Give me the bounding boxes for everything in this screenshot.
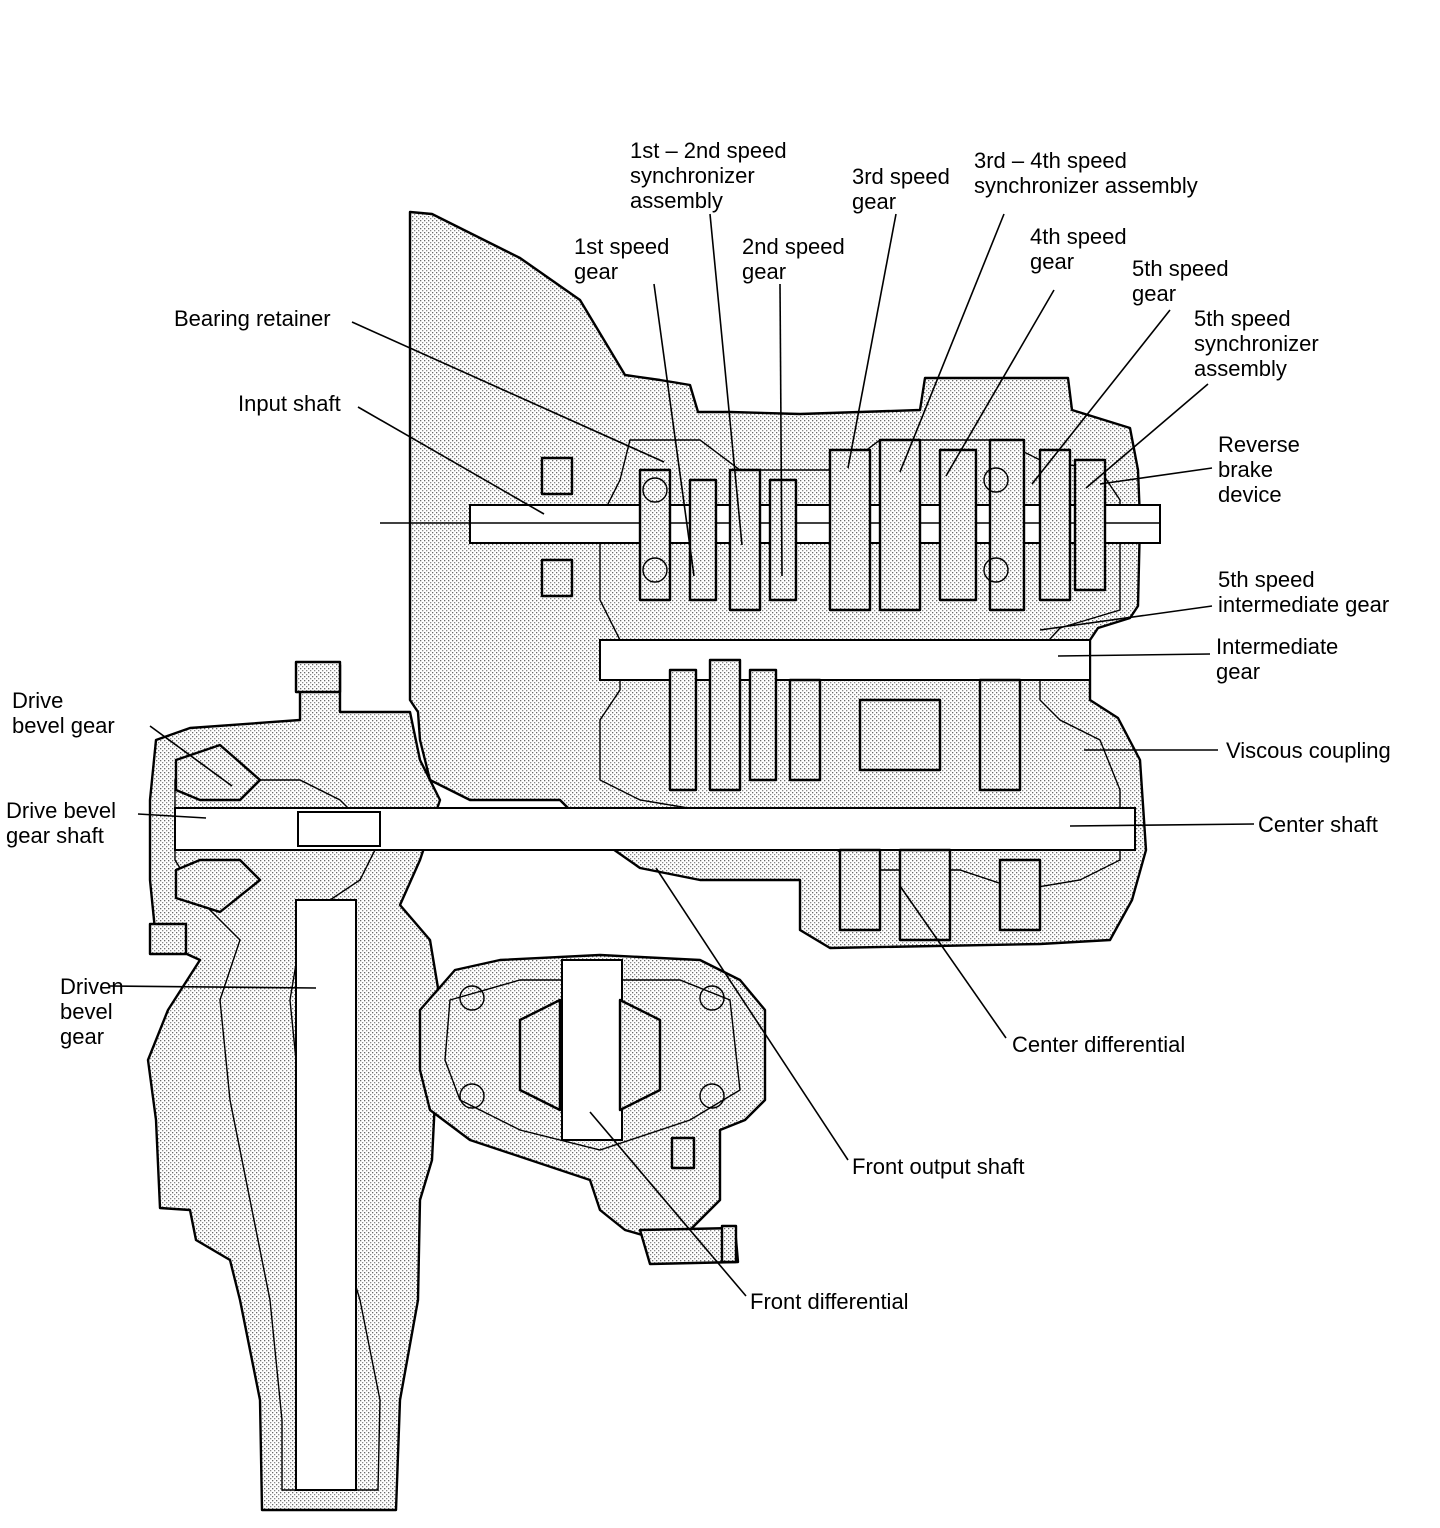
leader-sync-5 — [1085, 383, 1209, 489]
intermediate-shaft-body — [599, 639, 1091, 681]
label-int-gear: Intermediate gear — [1216, 634, 1344, 684]
label-gear-2nd: 2nd speed gear — [742, 234, 851, 284]
leader-center-shaft — [1069, 823, 1255, 827]
driven-bevel-shaft-body — [295, 899, 357, 1491]
label-sync-34: 3rd – 4th speed synchronizer assembly — [974, 148, 1198, 198]
leader-gear-1st — [653, 283, 695, 577]
label-front-diff: Front differential — [750, 1289, 909, 1314]
leader-gear-5th-int — [1039, 605, 1213, 631]
label-gear-1st: 1st speed gear — [574, 234, 676, 284]
leader-drive-bevel — [149, 725, 233, 787]
shafts — [174, 504, 1161, 1491]
leader-center-diff — [899, 885, 1007, 1039]
leader-front-diff — [589, 1111, 747, 1297]
label-front-output: Front output shaft — [852, 1154, 1024, 1179]
label-gear-3rd: 3rd speed gear — [852, 164, 956, 214]
leader-input-shaft — [357, 406, 545, 515]
label-drive-bevel-shaft: Drive bevel gear shaft — [6, 798, 122, 848]
leader-bearing-retainer — [351, 321, 665, 463]
leader-sync-12 — [709, 213, 743, 546]
leader-lines — [109, 213, 1255, 1297]
leader-driven-bevel — [109, 985, 317, 989]
leader-gear-3rd — [847, 213, 897, 469]
label-center-shaft: Center shaft — [1258, 812, 1378, 837]
leader-reverse-brake — [1099, 467, 1213, 485]
gear-stack — [148, 438, 1107, 1264]
label-sync-12: 1st – 2nd speed synchronizer assembly — [630, 138, 793, 213]
lower-boss — [638, 1226, 740, 1266]
label-reverse-brake: Reverse brake device — [1218, 432, 1306, 507]
front-diff-cavity — [444, 979, 741, 1151]
label-viscous: Viscous coupling — [1226, 738, 1391, 763]
label-gear-5th: 5th speed gear — [1132, 256, 1235, 306]
label-sync-5: 5th speed synchronizer assembly — [1194, 306, 1325, 381]
label-input-shaft: Input shaft — [238, 391, 341, 416]
label-bearing-retainer: Bearing retainer — [174, 306, 331, 331]
leader-drive-bevel-shaft — [137, 813, 207, 819]
leader-sync-34 — [899, 213, 1005, 473]
front-output-stub — [561, 959, 623, 1141]
leader-gear-5th — [1031, 309, 1171, 485]
label-center-diff: Center differential — [1012, 1032, 1185, 1057]
leader-int-gear — [1057, 653, 1211, 657]
leader-gear-4th — [945, 289, 1055, 477]
label-drive-bevel: Drive bevel gear — [12, 688, 115, 738]
extension-passage — [174, 779, 381, 1491]
label-gear-5th-int: 5th speed intermediate gear — [1218, 567, 1389, 617]
label-driven-bevel: Driven bevel gear — [60, 974, 130, 1049]
label-gear-4th: 4th speed gear — [1030, 224, 1133, 274]
leader-gear-2nd — [779, 283, 783, 577]
callout-labels: 1st – 2nd speed synchronizer assembly 3r… — [6, 138, 1391, 1314]
leader-front-output — [655, 867, 849, 1161]
drive-bevel-gear-shape — [174, 743, 262, 802]
